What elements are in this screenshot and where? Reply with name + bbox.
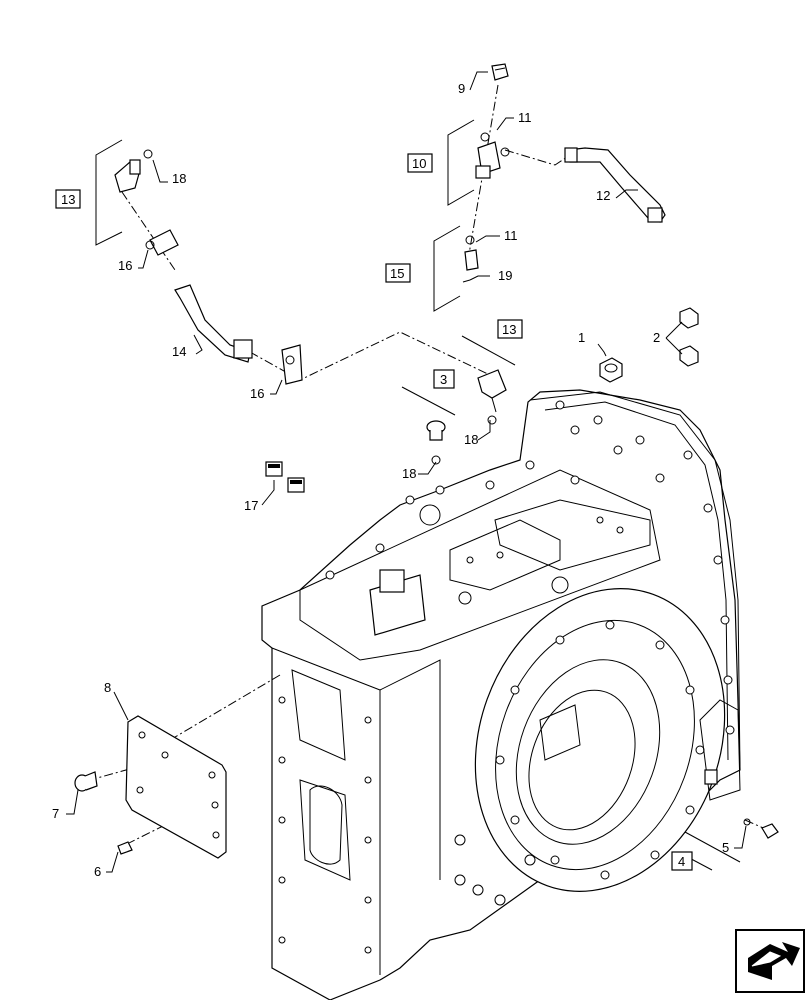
box-13-right: 13 [497, 319, 523, 339]
box-4: 4 [671, 851, 693, 871]
box-13-left: 13 [55, 189, 81, 209]
part-16-banjo-upper [145, 229, 179, 256]
part-8-cover-plate [125, 715, 227, 859]
svg-text:4: 4 [678, 854, 685, 869]
bore-bolts [495, 620, 705, 880]
part-15-adapter [462, 235, 479, 283]
transmission-housing [261, 389, 741, 1000]
part-2-nuts [679, 307, 699, 367]
callout-18-middle: 18 [402, 466, 416, 481]
svg-text:13: 13 [502, 322, 516, 337]
part-7-bolt [74, 771, 98, 792]
callout-2: 2 [653, 330, 660, 345]
callout-7: 7 [52, 806, 59, 821]
svg-text:3: 3 [440, 372, 447, 387]
next-page-arrow-icon[interactable] [735, 929, 805, 993]
leader-lines [66, 71, 747, 873]
part-1-nut [599, 357, 623, 383]
callout-9: 9 [458, 81, 465, 96]
callout-17: 17 [244, 498, 258, 513]
callout-18-right: 18 [464, 432, 478, 447]
svg-text:15: 15 [390, 266, 404, 281]
deck-holes [325, 460, 624, 605]
callout-18-upper: 18 [172, 171, 186, 186]
front-face-holes [278, 696, 536, 954]
part-3-plug [426, 420, 446, 465]
callout-11-lower: 11 [504, 228, 518, 243]
callout-14: 14 [172, 344, 186, 359]
callout-6: 6 [94, 864, 101, 879]
callout-8: 8 [104, 680, 111, 695]
box-15: 15 [385, 263, 411, 283]
callout-1: 1 [578, 330, 585, 345]
part-6-screw [117, 841, 133, 855]
callout-5: 5 [722, 840, 729, 855]
svg-text:10: 10 [412, 156, 426, 171]
callout-16-lower: 16 [250, 386, 264, 401]
part-13-elbow-right [477, 369, 507, 425]
boxed-callouts: 13 10 15 13 3 4 [55, 153, 693, 871]
svg-text:13: 13 [61, 192, 75, 207]
callout-16-upper: 16 [118, 258, 132, 273]
part-17-connectors [265, 461, 305, 493]
part-12-pipe [564, 147, 666, 223]
box-10: 10 [407, 153, 433, 173]
part-13-elbow-left [114, 149, 153, 193]
callout-12: 12 [596, 188, 610, 203]
flange-bolts [555, 400, 735, 735]
part-14-hose [174, 284, 253, 363]
callout-11-upper: 11 [518, 110, 532, 125]
callout-labels: 9 11 18 12 11 16 19 1 2 14 16 18 18 17 8… [52, 81, 729, 879]
callout-19: 19 [498, 268, 512, 283]
part-5-plug [743, 818, 779, 839]
part-10-tee-fitting [475, 132, 510, 179]
part-9-nut [491, 63, 509, 81]
box-3: 3 [433, 369, 455, 389]
group-brackets [95, 119, 741, 871]
part-16-banjo-lower [281, 344, 303, 385]
